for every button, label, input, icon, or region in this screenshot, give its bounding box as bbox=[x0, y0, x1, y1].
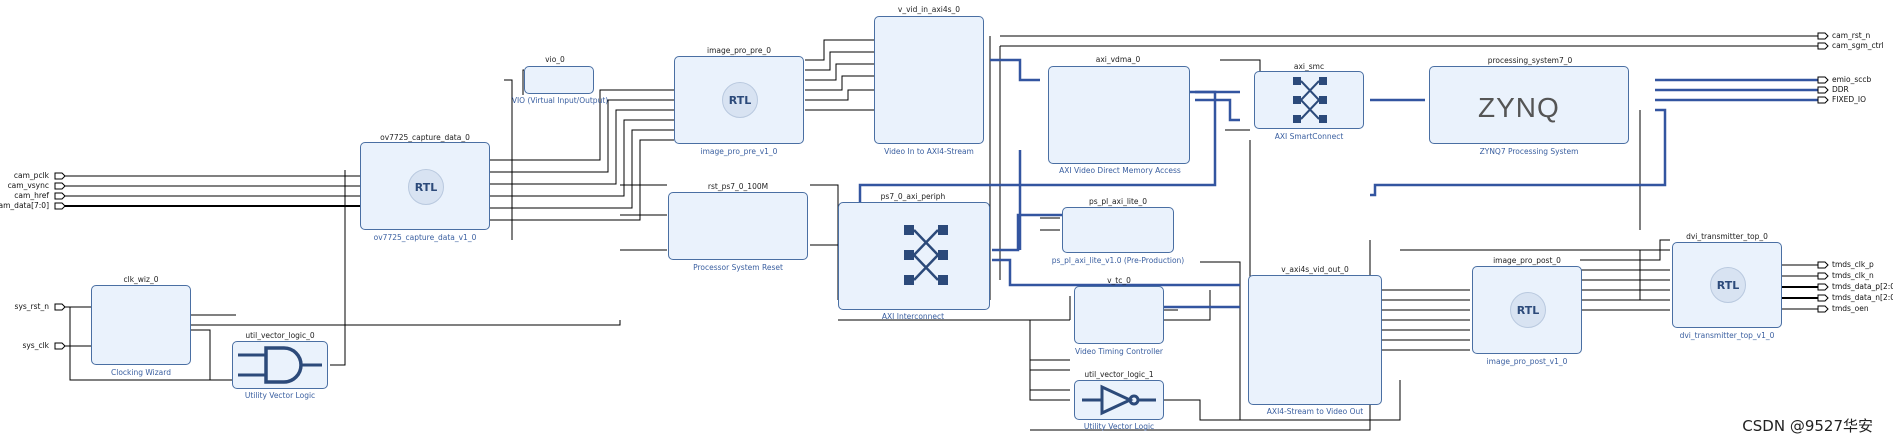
port-tmds-clk-p[interactable]: tmds_clk_p bbox=[1832, 260, 1874, 269]
image-pre-title: image_pro_pre_0 bbox=[707, 46, 771, 55]
rst-title: rst_ps7_0_100M bbox=[707, 182, 769, 191]
port-fixed-io[interactable]: FIXED_IO bbox=[1832, 95, 1867, 104]
post-title: image_pro_post_0 bbox=[1493, 256, 1561, 265]
uvl1-title: util_vector_logic_1 bbox=[1084, 370, 1154, 379]
smc-subtitle: AXI SmartConnect bbox=[1274, 132, 1344, 141]
lite-title: ps_pl_axi_lite_0 bbox=[1088, 197, 1148, 206]
port-emio-sccb[interactable]: emio_sccb bbox=[1832, 75, 1872, 84]
uvl0-subtitle: Utility Vector Logic bbox=[244, 391, 316, 400]
rtl-icon: RTL bbox=[1510, 292, 1546, 328]
periph-subtitle: AXI Interconnect bbox=[881, 312, 945, 321]
vdma-title: axi_vdma_0 bbox=[1095, 55, 1141, 64]
smartconnect-icon bbox=[1293, 77, 1327, 123]
vid-in-subtitle: Video In to AXI4-Stream bbox=[884, 147, 974, 156]
ov-title: ov7725_capture_data_0 bbox=[380, 133, 470, 142]
port-tmds-clk-n[interactable]: tmds_clk_n bbox=[1832, 271, 1874, 280]
smc-title: axi_smc bbox=[1293, 62, 1325, 71]
vdma-block[interactable] bbox=[1048, 66, 1190, 164]
port-cam-href[interactable]: cam_href bbox=[14, 191, 49, 200]
lite-subtitle: ps_pl_axi_lite_v1.0 (Pre-Production) bbox=[1051, 256, 1185, 265]
ps7-subtitle: ZYNQ7 Processing System bbox=[1479, 147, 1579, 156]
clk-block[interactable] bbox=[91, 285, 191, 365]
vio-block[interactable] bbox=[524, 66, 594, 94]
smc-block[interactable] bbox=[1254, 71, 1364, 129]
ps7-title: processing_system7_0 bbox=[1487, 56, 1573, 65]
and-gate-icon bbox=[238, 346, 322, 384]
interconnect-icon bbox=[904, 225, 948, 285]
zynq-logo: ZYNQ bbox=[1478, 92, 1560, 123]
periph-title: ps7_0_axi_periph bbox=[880, 192, 946, 201]
port-cam-sgm-ctrl[interactable]: cam_sgm_ctrl bbox=[1832, 41, 1884, 50]
rtl-icon: RTL bbox=[1710, 267, 1746, 303]
port-sys-rst-n[interactable]: sys_rst_n bbox=[14, 302, 49, 311]
not-gate-icon bbox=[1082, 384, 1156, 416]
dvi-subtitle: dvi_transmitter_top_v1_0 bbox=[1679, 331, 1775, 340]
rst-subtitle: Processor System Reset bbox=[693, 263, 783, 272]
port-ddr[interactable]: DDR bbox=[1832, 85, 1849, 94]
clk-subtitle: Clocking Wizard bbox=[111, 368, 171, 377]
vio-subtitle: VIO (Virtual Input/Output) bbox=[511, 96, 609, 105]
ps7-block[interactable] bbox=[1429, 66, 1629, 144]
vid-out-title: v_axi4s_vid_out_0 bbox=[1281, 265, 1349, 274]
ov-subtitle: ov7725_capture_data_v1_0 bbox=[373, 233, 477, 242]
vdma-subtitle: AXI Video Direct Memory Access bbox=[1059, 166, 1181, 175]
vid-in-block[interactable] bbox=[874, 16, 984, 144]
vtc-title: v_tc_0 bbox=[1107, 276, 1131, 285]
lite-block[interactable] bbox=[1062, 207, 1174, 253]
port-tmds-data-n[interactable]: tmds_data_n[2:0] bbox=[1832, 293, 1893, 302]
dvi-title: dvi_transmitter_top_0 bbox=[1686, 232, 1768, 241]
rst-block[interactable] bbox=[668, 192, 808, 260]
vio-title: vio_0 bbox=[545, 55, 565, 64]
port-tmds-data-p[interactable]: tmds_data_p[2:0] bbox=[1832, 282, 1893, 291]
port-cam-data[interactable]: cam_data[7:0] bbox=[0, 201, 49, 210]
vid-out-subtitle: AXI4-Stream to Video Out bbox=[1266, 407, 1364, 416]
vtc-block[interactable] bbox=[1074, 286, 1164, 344]
uvl0-title: util_vector_logic_0 bbox=[245, 331, 315, 340]
port-tmds-oen[interactable]: tmds_oen bbox=[1832, 304, 1869, 313]
watermark: CSDN @9527华安 bbox=[1742, 417, 1873, 435]
clk-title: clk_wiz_0 bbox=[123, 275, 159, 284]
port-sys-clk[interactable]: sys_clk bbox=[22, 341, 49, 350]
vid-out-block[interactable] bbox=[1248, 275, 1382, 405]
rtl-icon: RTL bbox=[408, 169, 444, 205]
rtl-icon: RTL bbox=[722, 82, 758, 118]
port-cam-pclk[interactable]: cam_pclk bbox=[13, 171, 49, 180]
uvl1-subtitle: Utility Vector Logic bbox=[1083, 422, 1155, 431]
image-pre-subtitle: image_pro_pre_v1_0 bbox=[700, 147, 778, 156]
port-cam-vsync[interactable]: cam_vsync bbox=[7, 181, 49, 190]
vtc-subtitle: Video Timing Controller bbox=[1074, 347, 1163, 356]
vid-in-title: v_vid_in_axi4s_0 bbox=[897, 5, 961, 14]
port-cam-rst-n[interactable]: cam_rst_n bbox=[1832, 31, 1871, 40]
post-subtitle: image_pro_post_v1_0 bbox=[1486, 357, 1568, 366]
